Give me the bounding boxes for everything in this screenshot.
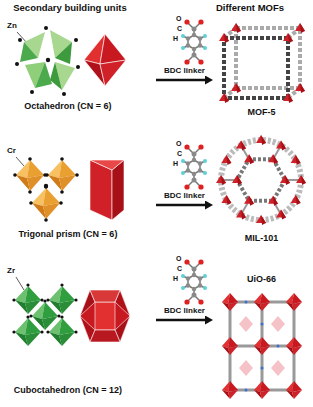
sbu-unit: Octahedron (CN = 6) (4, 16, 154, 112)
atom-label: H (173, 275, 178, 283)
cr-cluster (13, 157, 79, 222)
zn-cluster (15, 26, 80, 96)
sbu-unit: Trigonal prism (CN = 6) (4, 140, 154, 240)
mof-structure: MOF-5 (214, 18, 309, 118)
sbu-unit: Cuboctahedron (CN = 12) (4, 268, 154, 396)
structure-name: MOF-5 (214, 107, 309, 118)
reaction-arrow (156, 316, 213, 325)
atom-label: C (177, 25, 182, 33)
reaction-arrow (156, 201, 213, 210)
mof-structure: MIL-101 (214, 128, 309, 244)
linker-label: BDC linker (163, 67, 206, 76)
mof5-structure (219, 23, 305, 103)
column-heading: Secondary building units (13, 3, 126, 13)
structure-name: Cuboctahedron (CN = 12) (4, 385, 132, 396)
zr-cluster (12, 277, 77, 346)
atom-label: H (173, 35, 178, 43)
metal-label: Cr (7, 147, 16, 156)
octahedron-symbol (84, 34, 126, 86)
metal-label: Zr (7, 267, 15, 276)
cuboctahedron-symbol (80, 290, 130, 342)
linker-label: BDC linker (163, 307, 206, 316)
atom-label: O (176, 15, 181, 23)
structure-name: Octahedron (CN = 6) (4, 101, 132, 112)
uio66-structure (222, 293, 302, 399)
linker-label: BDC linker (163, 192, 206, 201)
structure-name: UiO-66 (214, 274, 309, 285)
atom-label: C (177, 265, 182, 273)
metal-label: Zn (7, 22, 17, 31)
structure-name: MIL-101 (214, 233, 309, 244)
atom-label: O (176, 255, 181, 263)
structure-name: Trigonal prism (CN = 6) (4, 229, 132, 240)
atom-label: C (177, 150, 182, 158)
bdc-molecule (181, 19, 207, 304)
mil101-structure (216, 135, 306, 225)
mof-structure: UiO-66 (214, 274, 309, 404)
trigonal-prism-symbol (90, 160, 124, 220)
reaction-arrow (156, 76, 213, 85)
atom-label: H (173, 160, 178, 168)
column-heading: Different MOFs (216, 3, 284, 13)
atom-label: O (176, 140, 181, 148)
